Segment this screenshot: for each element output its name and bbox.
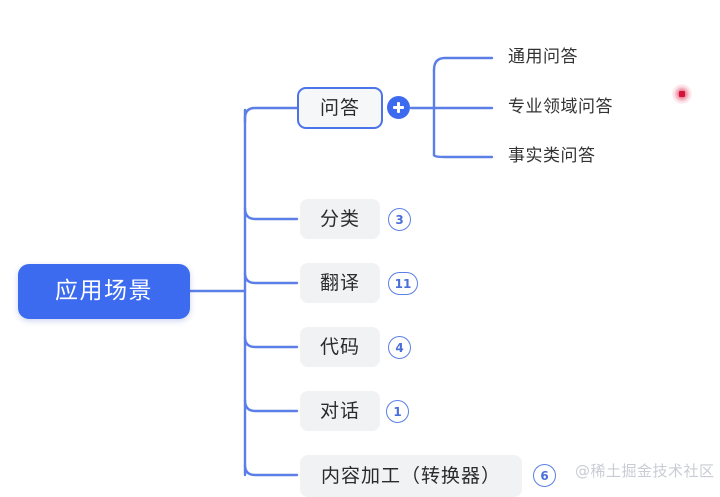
badge-dialog-count[interactable]: 1	[386, 400, 409, 423]
edge-to-general-qa	[432, 56, 494, 72]
pointer-dot-icon	[672, 84, 692, 104]
watermark-text: @稀土掘金技术社区	[575, 462, 715, 480]
leaf-node-general-qa[interactable]: 通用问答	[508, 47, 578, 67]
root-node[interactable]: 应用场景	[18, 264, 190, 319]
badge-content-processing-value: 6	[540, 468, 549, 483]
badge-classify-count[interactable]: 3	[388, 208, 411, 231]
edge-to-translate	[243, 271, 299, 285]
leaf-node-domain-qa[interactable]: 专业领域问答	[508, 97, 613, 117]
root-node-label: 应用场景	[55, 278, 153, 304]
branch-node-qa[interactable]: 问答	[297, 87, 383, 129]
branch-node-classify-label: 分类	[319, 207, 360, 230]
badge-content-processing-count[interactable]: 6	[533, 464, 556, 487]
badge-classify-value: 3	[395, 212, 404, 227]
edge-to-dialog	[243, 398, 299, 413]
branch-node-dialog-label: 对话	[319, 399, 360, 422]
badge-translate-count[interactable]: 11	[388, 272, 418, 295]
badge-dialog-value: 1	[393, 404, 402, 419]
branch-node-code-label: 代码	[319, 335, 360, 358]
branch-node-translate[interactable]: 翻译	[300, 263, 380, 303]
edge-to-content	[243, 463, 299, 477]
branch-node-dialog[interactable]: 对话	[300, 391, 380, 431]
edge-to-classify	[243, 206, 299, 221]
branch-node-content-processing[interactable]: 内容加工（转换器）	[300, 455, 522, 497]
edge-to-factual-qa	[432, 153, 494, 159]
branch-node-qa-label: 问答	[319, 96, 360, 119]
branch-node-content-processing-label: 内容加工（转换器）	[320, 464, 501, 487]
badge-translate-value: 11	[394, 276, 412, 291]
plus-vertical-bar	[397, 102, 400, 113]
branch-node-code[interactable]: 代码	[300, 327, 380, 367]
branch-node-classify[interactable]: 分类	[300, 199, 380, 239]
edge-to-code	[243, 335, 299, 349]
edge-to-qa	[243, 106, 299, 124]
branch-node-translate-label: 翻译	[319, 271, 360, 294]
leaf-node-factual-qa[interactable]: 事实类问答	[508, 146, 596, 166]
badge-code-value: 4	[395, 340, 404, 355]
pointer-dot-core	[679, 91, 685, 97]
expand-plus-icon[interactable]	[387, 96, 410, 119]
badge-code-count[interactable]: 4	[388, 336, 411, 359]
